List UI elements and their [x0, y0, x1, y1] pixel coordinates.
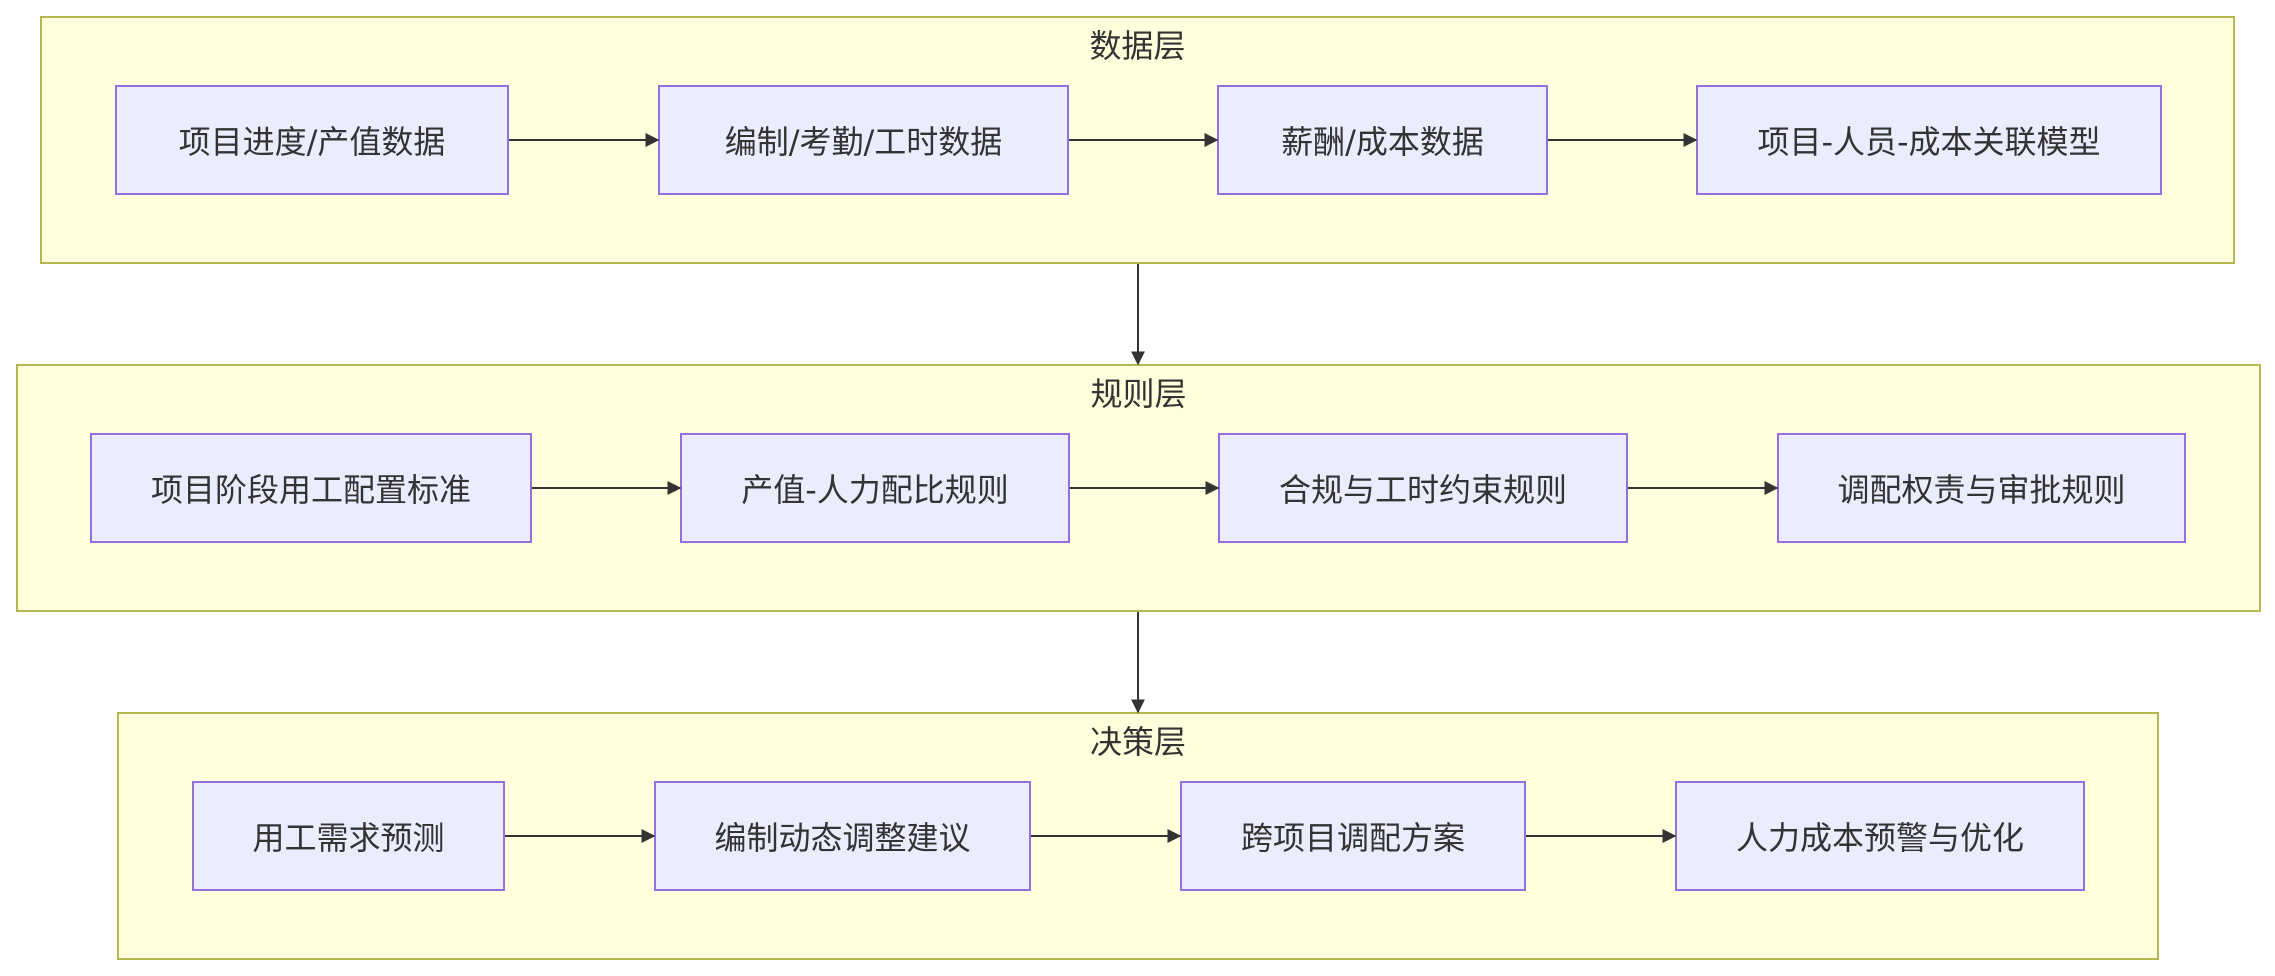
node-stage-staffing-standard[interactable]: 项目阶段用工配置标准 [90, 433, 532, 543]
node-staffing-attendance-hours-data[interactable]: 编制/考勤/工时数据 [658, 85, 1069, 195]
node-output-labor-ratio-rule[interactable]: 产值-人力配比规则 [680, 433, 1070, 543]
node-cross-project-allocation-plan[interactable]: 跨项目调配方案 [1180, 781, 1526, 891]
rule-layer-title: 规则层 [1090, 375, 1187, 413]
node-allocation-authority-approval-rule[interactable]: 调配权责与审批规则 [1777, 433, 2186, 543]
data-layer-title: 数据层 [1089, 27, 1186, 65]
node-dynamic-staffing-adjustment[interactable]: 编制动态调整建议 [654, 781, 1031, 891]
node-project-progress-output-data[interactable]: 项目进度/产值数据 [115, 85, 509, 195]
decision-layer-title: 决策层 [1089, 723, 1186, 761]
node-salary-cost-data[interactable]: 薪酬/成本数据 [1217, 85, 1548, 195]
node-labor-demand-forecast[interactable]: 用工需求预测 [192, 781, 505, 891]
node-project-personnel-cost-model[interactable]: 项目-人员-成本关联模型 [1696, 85, 2162, 195]
node-labor-cost-warning-optimization[interactable]: 人力成本预警与优化 [1675, 781, 2085, 891]
node-compliance-hours-constraint-rule[interactable]: 合规与工时约束规则 [1218, 433, 1628, 543]
